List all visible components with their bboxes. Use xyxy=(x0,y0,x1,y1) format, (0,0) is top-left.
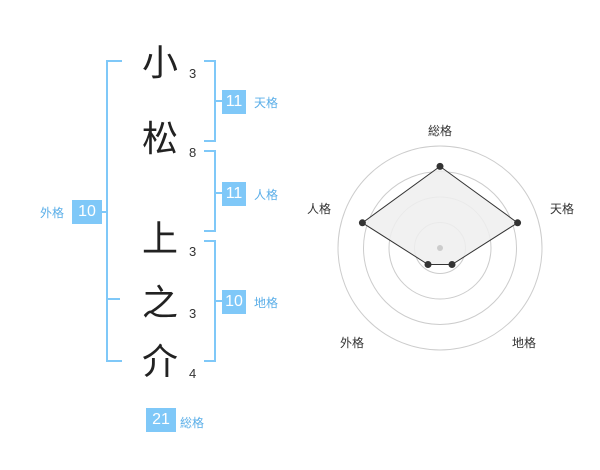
name-char-4: 之 xyxy=(141,283,178,324)
tenkaku-bracket-stub xyxy=(216,100,222,102)
name-char-3: 上 xyxy=(141,219,178,260)
chikaku-badge: 10 xyxy=(222,290,246,314)
soukaku-label: 総格 xyxy=(180,416,205,430)
name-char-1: 小 xyxy=(141,43,178,84)
radar-point-2 xyxy=(448,261,456,268)
radar-label-chikaku: 地格 xyxy=(512,336,537,350)
stroke-count-2: 8 xyxy=(189,145,197,160)
radar-grid-ring xyxy=(337,145,543,351)
fortune-radar-chart xyxy=(337,145,543,351)
radar-point-3 xyxy=(424,261,432,268)
stroke-count-5: 4 xyxy=(189,366,197,381)
soukaku-badge: 21 xyxy=(146,408,176,432)
jinkaku-bracket-stub xyxy=(216,192,222,194)
jinkaku-bracket xyxy=(204,150,216,232)
gaikaku-bracket-mid xyxy=(106,298,120,300)
chikaku-bracket xyxy=(204,240,216,362)
jinkaku-label: 人格 xyxy=(254,188,279,202)
name-char-5: 介 xyxy=(141,342,178,383)
tenkaku-bracket xyxy=(204,60,216,142)
stroke-count-4: 3 xyxy=(189,306,197,321)
stroke-count-1: 3 xyxy=(189,66,197,81)
radar-label-gaikaku: 外格 xyxy=(340,336,365,350)
radar-label-jinkaku: 人格 xyxy=(307,202,332,216)
radar-point-4 xyxy=(358,219,366,227)
gaikaku-badge: 10 xyxy=(72,200,102,224)
radar-label-soukaku: 総格 xyxy=(428,124,453,138)
chikaku-bracket-stub xyxy=(216,300,222,302)
gaikaku-bracket-stub xyxy=(99,211,106,213)
gaikaku-label: 外格 xyxy=(40,206,65,220)
radar-label-tenkaku: 天格 xyxy=(550,202,575,216)
radar-point-0 xyxy=(436,162,444,170)
chikaku-label: 地格 xyxy=(254,296,279,310)
gaikaku-bracket xyxy=(106,60,122,362)
stroke-count-3: 3 xyxy=(189,244,197,259)
radar-point-1 xyxy=(514,219,522,227)
tenkaku-label: 天格 xyxy=(254,96,279,110)
tenkaku-badge: 11 xyxy=(222,90,246,114)
radar-area xyxy=(361,165,519,265)
name-char-2: 松 xyxy=(141,119,178,160)
jinkaku-badge: 11 xyxy=(222,182,246,206)
radar-center xyxy=(437,245,443,251)
